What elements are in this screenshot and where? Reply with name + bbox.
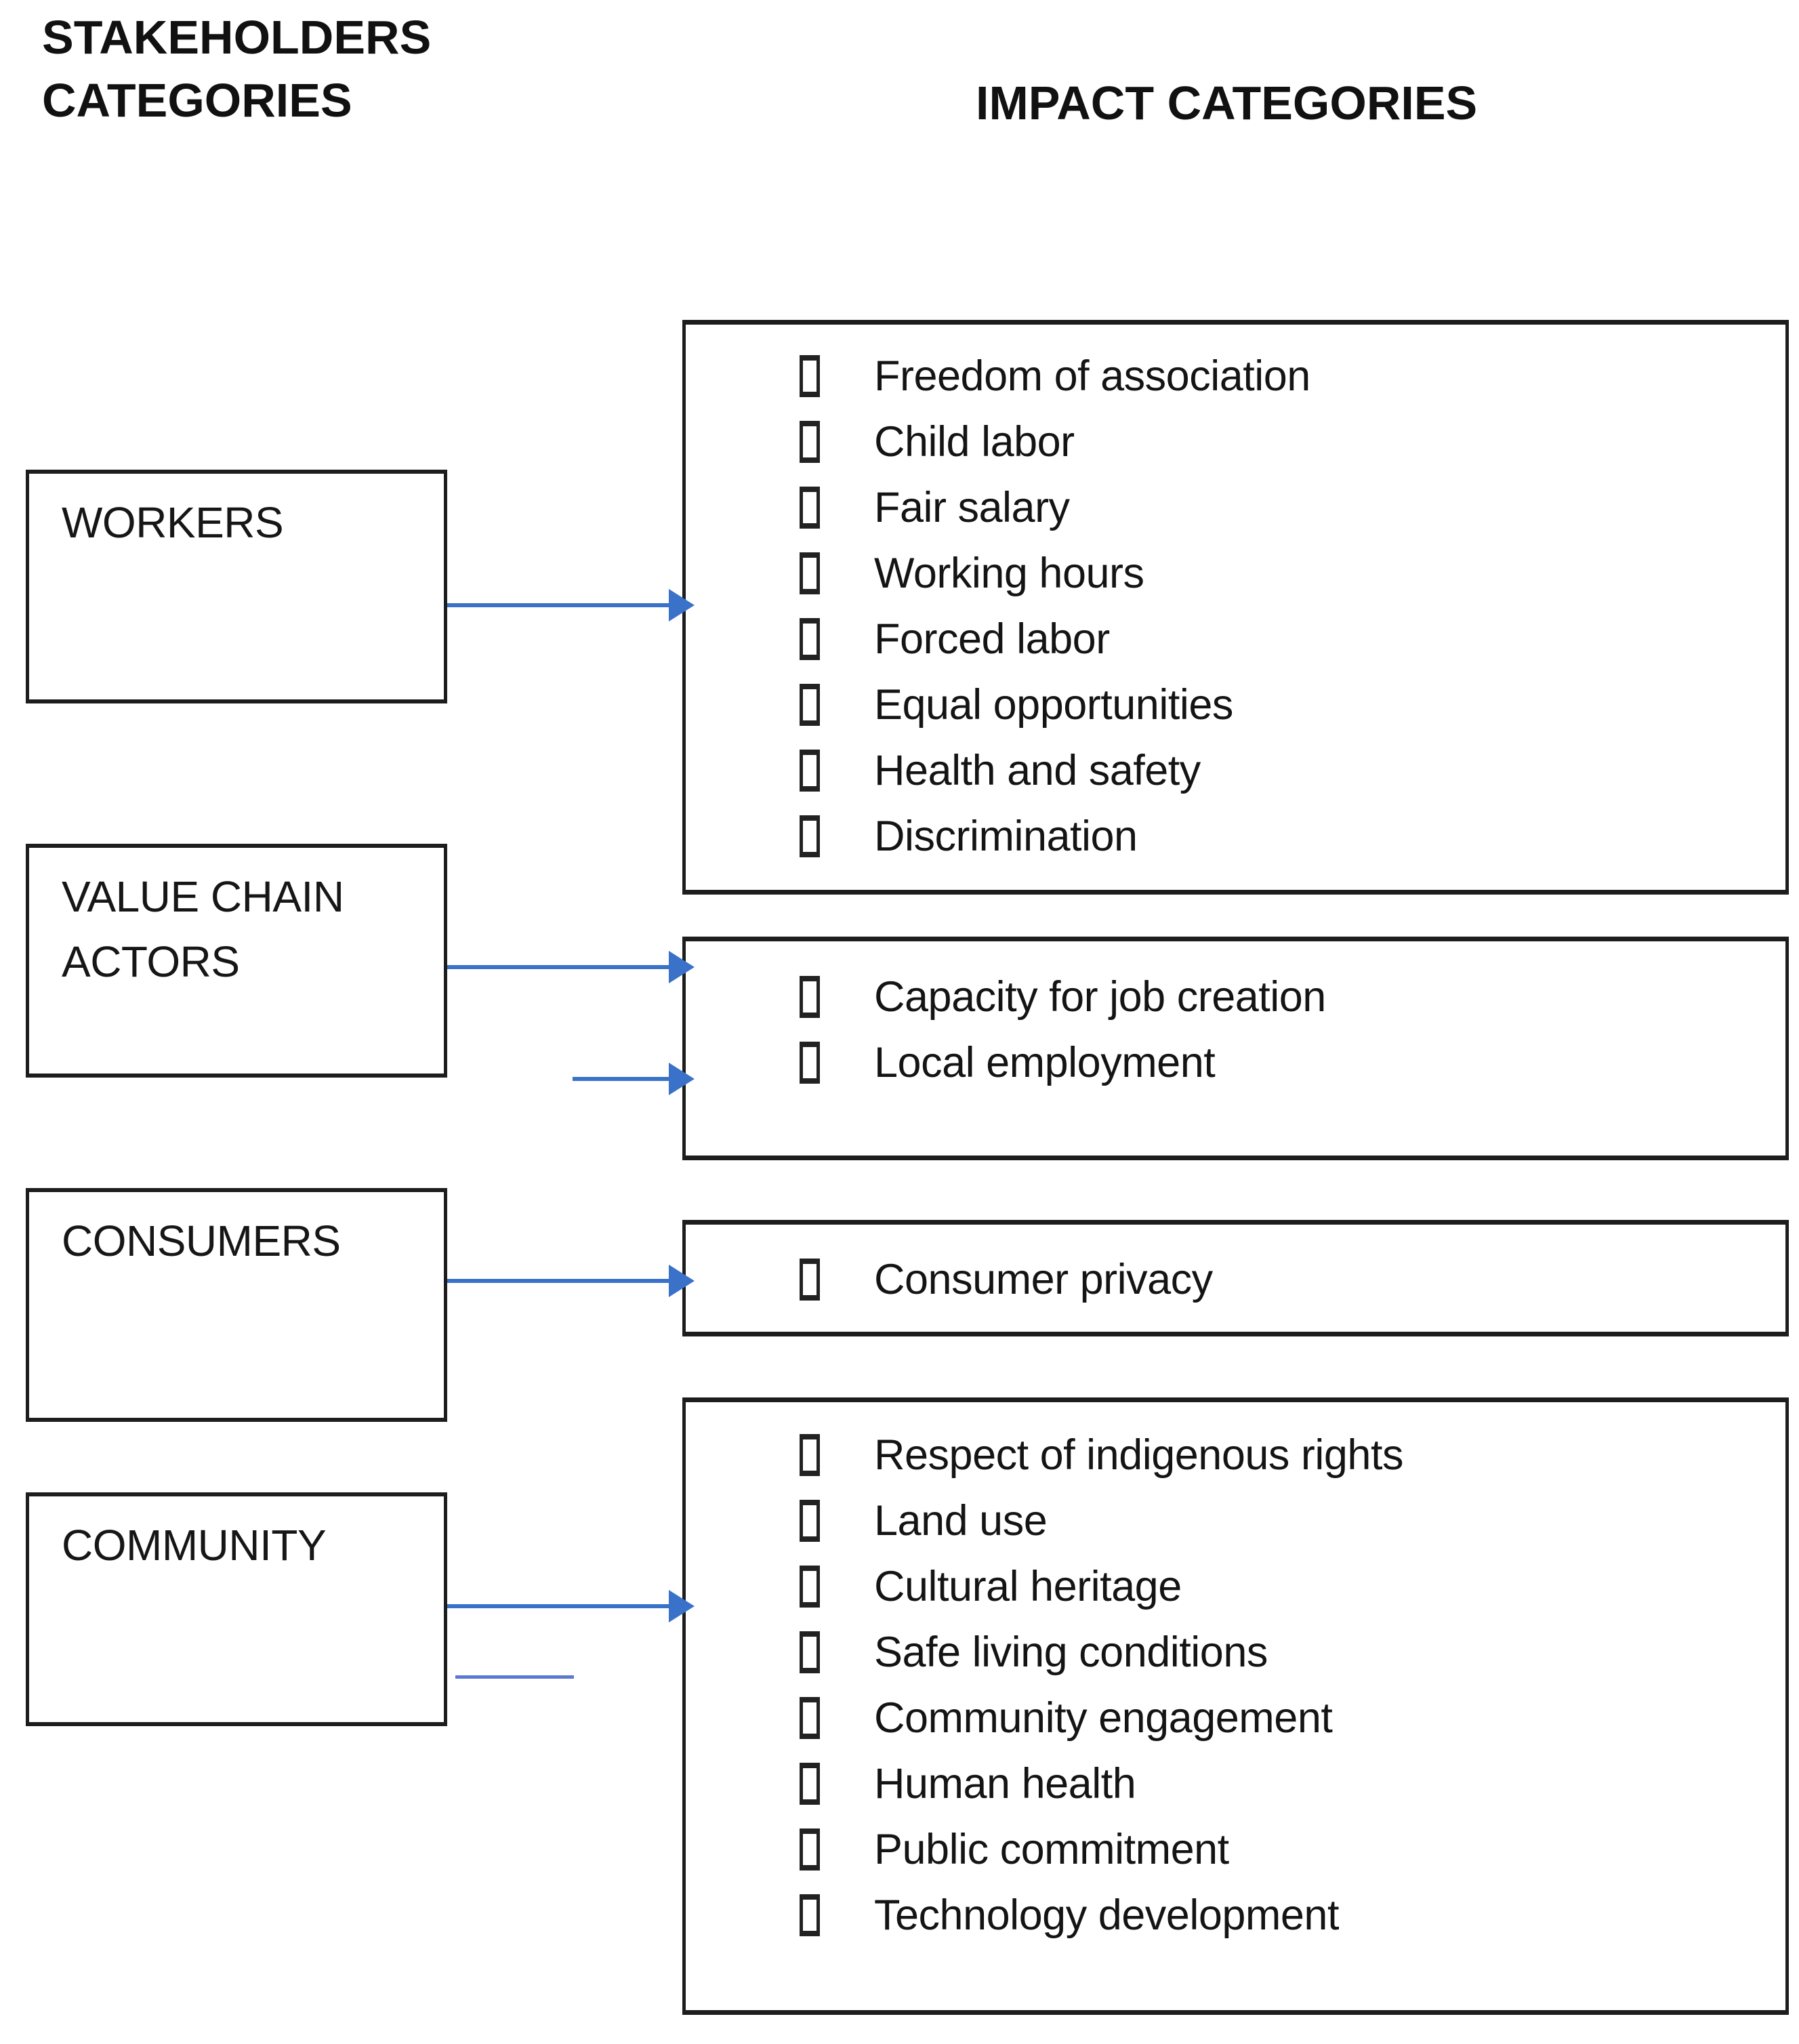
missing-glyph-bullet-icon — [800, 617, 820, 660]
arrow-value-chain-to-impacts — [447, 965, 669, 969]
arrow-value-chain-to-impacts-short — [573, 1077, 669, 1081]
arrow-consumers-to-impacts — [447, 1279, 669, 1283]
impact-item: Local employment — [686, 1029, 1785, 1095]
arrow-community-to-impacts — [447, 1604, 669, 1608]
missing-glyph-bullet-icon — [800, 1894, 820, 1936]
missing-glyph-bullet-icon — [800, 1565, 820, 1608]
impact-item: Fair salary — [686, 474, 1785, 540]
impact-item: Community engagement — [686, 1685, 1785, 1751]
impact-item-label: Human health — [874, 1759, 1136, 1807]
missing-glyph-bullet-icon — [800, 420, 820, 463]
stakeholders-categories-heading: STAKEHOLDERS CATEGORIES — [42, 6, 431, 132]
impact-item: Freedom of association — [686, 343, 1785, 409]
impact-box-consumers: Consumer privacy — [682, 1220, 1789, 1336]
missing-glyph-bullet-icon — [800, 486, 820, 529]
impact-item-label: Freedom of association — [874, 352, 1310, 400]
stakeholders-heading-line1: STAKEHOLDERS — [42, 11, 432, 64]
impact-item-label: Land use — [874, 1496, 1048, 1545]
missing-glyph-bullet-icon — [800, 1696, 820, 1739]
missing-glyph-bullet-icon — [800, 975, 820, 1018]
stakeholder-label-value-chain-line2: ACTORS — [62, 937, 240, 986]
impact-item-label: Health and safety — [874, 746, 1201, 794]
impact-item-label: Working hours — [874, 549, 1144, 597]
impact-item: Discrimination — [686, 803, 1785, 869]
missing-glyph-bullet-icon — [800, 1828, 820, 1871]
impact-item: Child labor — [686, 409, 1785, 474]
missing-glyph-bullet-icon — [800, 1631, 820, 1673]
stakeholder-label-consumers: CONSUMERS — [62, 1217, 341, 1265]
impact-item: Safe living conditions — [686, 1619, 1785, 1685]
missing-glyph-bullet-icon — [800, 1433, 820, 1476]
stakeholders-heading-line2: CATEGORIES — [42, 74, 352, 127]
impact-item: Working hours — [686, 540, 1785, 606]
impact-item: Human health — [686, 1751, 1785, 1816]
missing-glyph-bullet-icon — [800, 1258, 820, 1301]
impact-item: Capacity for job creation — [686, 964, 1785, 1029]
impact-item-label: Child labor — [874, 417, 1075, 466]
impact-item-label: Public commitment — [874, 1825, 1229, 1873]
missing-glyph-bullet-icon — [800, 1041, 820, 1084]
stakeholder-box-community: COMMUNITY — [26, 1492, 447, 1726]
stakeholder-box-workers: WORKERS — [26, 470, 447, 703]
community-stub-line — [455, 1675, 574, 1679]
impact-item-label: Capacity for job creation — [874, 973, 1326, 1021]
impact-item-label: Fair salary — [874, 483, 1070, 531]
missing-glyph-bullet-icon — [800, 1762, 820, 1805]
missing-glyph-bullet-icon — [800, 815, 820, 857]
stakeholder-label-workers: WORKERS — [62, 498, 284, 547]
missing-glyph-bullet-icon — [800, 1499, 820, 1542]
impact-item-label: Safe living conditions — [874, 1628, 1268, 1676]
impact-list-consumers: Consumer privacy — [686, 1246, 1785, 1312]
missing-glyph-bullet-icon — [800, 683, 820, 726]
impact-item-label: Technology development — [874, 1891, 1339, 1939]
impact-item: Cultural heritage — [686, 1553, 1785, 1619]
impact-item-label: Consumer privacy — [874, 1255, 1213, 1303]
stakeholder-box-value-chain-actors: VALUE CHAIN ACTORS — [26, 844, 447, 1078]
impact-item-label: Local employment — [874, 1038, 1216, 1086]
stakeholder-label-value-chain-line1: VALUE CHAIN — [62, 872, 344, 921]
arrow-workers-to-impacts — [447, 603, 669, 607]
impact-item: Land use — [686, 1488, 1785, 1553]
stakeholder-label-community: COMMUNITY — [62, 1521, 327, 1570]
missing-glyph-bullet-icon — [800, 749, 820, 792]
impact-item-label: Forced labor — [874, 615, 1110, 663]
impact-item: Public commitment — [686, 1816, 1785, 1882]
impact-item: Consumer privacy — [686, 1246, 1785, 1312]
impact-item-label: Discrimination — [874, 812, 1138, 860]
impact-item: Forced labor — [686, 606, 1785, 672]
impact-item: Technology development — [686, 1882, 1785, 1948]
impact-item-label: Respect of indigenous rights — [874, 1431, 1403, 1479]
missing-glyph-bullet-icon — [800, 552, 820, 594]
stakeholder-box-consumers: CONSUMERS — [26, 1188, 447, 1422]
impact-item-label: Cultural heritage — [874, 1562, 1182, 1610]
impact-categories-heading: IMPACT CATEGORIES — [976, 77, 1478, 129]
impact-item: Health and safety — [686, 737, 1785, 803]
missing-glyph-bullet-icon — [800, 354, 820, 397]
impact-item: Equal opportunities — [686, 672, 1785, 737]
impact-item-label: Community engagement — [874, 1694, 1333, 1742]
impact-item: Respect of indigenous rights — [686, 1422, 1785, 1488]
impact-item-label: Equal opportunities — [874, 680, 1233, 729]
